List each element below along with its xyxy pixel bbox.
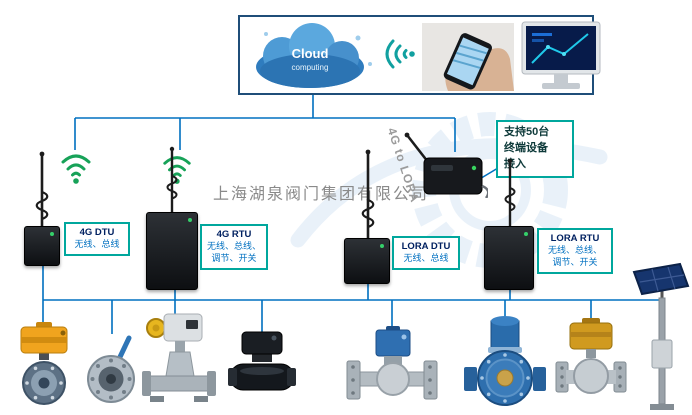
module-desc: 调节、开关 [211, 253, 257, 264]
desktop-monitor-image [521, 21, 601, 89]
hand-holding-phone-image [422, 23, 514, 91]
module-desc: 无线、总线 [403, 253, 449, 264]
electric-gate-valve-image [142, 313, 216, 402]
flanged-electric-ball-valve-image [346, 326, 438, 400]
module-desc: 无线、总线、 [206, 241, 261, 252]
gateway-device [404, 132, 488, 198]
module-name: 4G RTU [216, 229, 252, 240]
module-desc: 无线、总线、 [547, 245, 602, 256]
black-ball-valve-image [228, 331, 296, 391]
module-name: LORA DTU [401, 241, 451, 252]
module-label-lora-rtu: LORA RTU 无线、总线、 调节、开关 [537, 228, 613, 274]
module-desc: 无线、总线 [74, 239, 120, 250]
wifi-icon [385, 39, 415, 69]
module-name: 4G DTU [79, 227, 115, 238]
rtu-module-lora [484, 226, 534, 290]
status-led [50, 232, 54, 236]
dtu-module-4g [24, 226, 60, 266]
cloud-computing-icon: Cloud computing [256, 23, 372, 88]
module-desc: 调节、开关 [552, 257, 598, 268]
status-led [188, 218, 192, 222]
module-name: LORA RTU [550, 233, 600, 244]
module-label-4g-rtu: 4G RTU 无线、总线、 调节、开关 [200, 224, 268, 270]
dtu-module-lora [344, 238, 390, 284]
cloud-platform-banner: Cloud computing [238, 15, 601, 95]
electric-butterfly-valve-image [20, 322, 68, 405]
antenna-icon [166, 146, 178, 214]
capacity-line: 终端设备 [504, 141, 548, 154]
lever-butterfly-valve-image [87, 335, 135, 403]
cloud-title: Cloud [292, 46, 329, 61]
cloud-subtitle: computing [292, 63, 329, 72]
status-led [524, 232, 528, 236]
rtu-module-4g [146, 212, 198, 290]
company-watermark-text: 上海湖泉阀门集团有限公司 [213, 186, 430, 203]
antenna-icon [504, 158, 516, 226]
module-label-lora-dtu: LORA DTU 无线、总线 [392, 236, 460, 271]
electric-globe-valve-image [464, 316, 546, 406]
capacity-line: 支持50台 [504, 126, 550, 138]
module-label-4g-dtu: 4G DTU 无线、总线 [64, 222, 130, 257]
electric-ball-valve-amber-image [555, 318, 627, 394]
wifi-icon [61, 154, 91, 184]
solar-power-pole-image [632, 262, 690, 410]
status-led [380, 244, 384, 248]
